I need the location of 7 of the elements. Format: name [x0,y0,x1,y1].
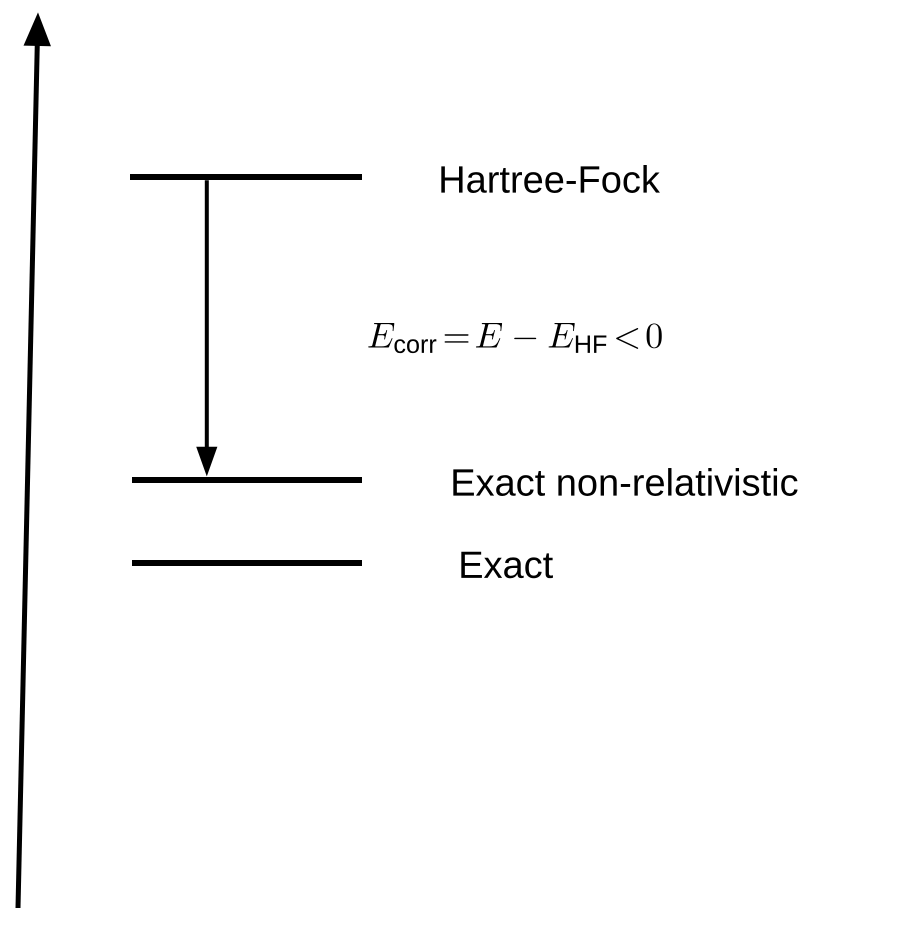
energy-level [132,477,362,483]
level-label: Exact non-relativistic [453,468,798,496]
level-label: Exact [461,552,553,578]
energy-level [132,560,362,566]
level-label: Hartree-Fock [441,165,660,193]
energy-level [130,174,362,180]
formula: $E_{\mathrm{corr}}\!=\!E-E_{\mathrm{HF}}\!<\!0$ [368,322,662,354]
